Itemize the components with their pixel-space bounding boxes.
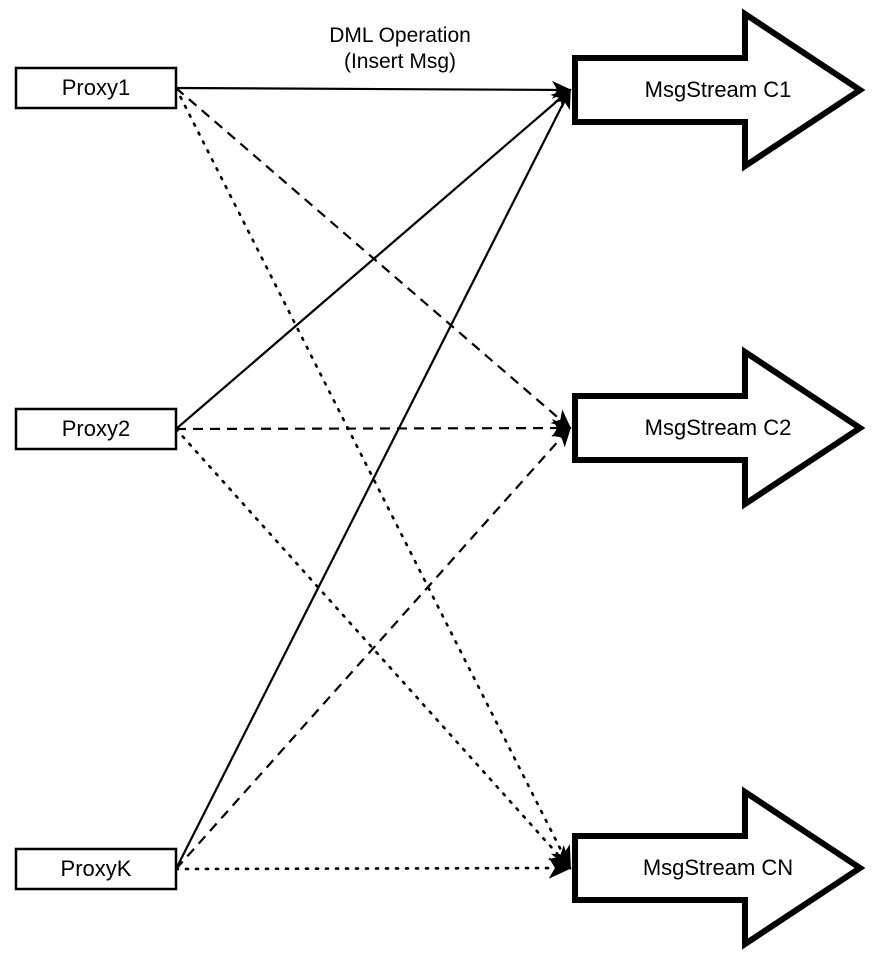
connectors-layer (174, 80, 573, 879)
connector-line (174, 427, 572, 870)
connector-line (175, 87, 572, 430)
edge-label-line-2: (Insert Msg) (344, 50, 456, 73)
connector-proxyk-to-cn (174, 857, 573, 879)
connector-proxyk-to-c1 (175, 88, 571, 870)
proxy-box-rect (14, 407, 178, 451)
connector-line (175, 419, 572, 438)
streams-layer: MsgStream C1 MsgStream C2 MsgStream CN (572, 8, 866, 950)
connector-line (175, 426, 572, 870)
connector-proxyk-to-c2 (175, 426, 572, 870)
proxy-label: ProxyK (61, 856, 132, 881)
edge-label-dml-operation: DML Operation (Insert Msg) (329, 24, 471, 73)
proxy-node-proxyk[interactable]: ProxyK (14, 847, 178, 891)
connector-proxy2-to-c1 (175, 88, 572, 430)
msgstream-arrow-shape (575, 786, 866, 950)
msgstream-node-stream_cn[interactable]: MsgStream CN (572, 786, 866, 950)
connector-line (174, 857, 573, 879)
connector-proxy2-to-cn (174, 427, 572, 870)
msgstream-label: MsgStream CN (643, 855, 793, 880)
connector-line (175, 88, 572, 430)
msgstream-arrow-shape (575, 8, 866, 172)
proxy-box-rect (14, 847, 178, 891)
connector-proxy2-to-c2 (175, 419, 572, 438)
proxy-node-proxy1[interactable]: Proxy1 (14, 66, 178, 110)
msgstream-label: MsgStream C1 (645, 77, 792, 102)
connector-line (175, 80, 572, 99)
msgstream-arrow-shape (575, 346, 866, 510)
edge-label-line-1: DML Operation (329, 24, 471, 47)
connector-line (175, 88, 571, 870)
proxy-node-proxy2[interactable]: Proxy2 (14, 407, 178, 451)
proxy-box-rect (14, 66, 178, 110)
connector-proxy1-to-c1 (175, 80, 572, 99)
proxy-label: Proxy1 (62, 75, 130, 100)
msgstream-node-stream_c2[interactable]: MsgStream C2 (572, 346, 866, 510)
msgstream-label: MsgStream C2 (645, 415, 792, 440)
msgstream-node-stream_c1[interactable]: MsgStream C1 (572, 8, 866, 172)
connector-proxy1-to-c2 (175, 87, 572, 430)
proxy-label: Proxy2 (62, 416, 130, 441)
